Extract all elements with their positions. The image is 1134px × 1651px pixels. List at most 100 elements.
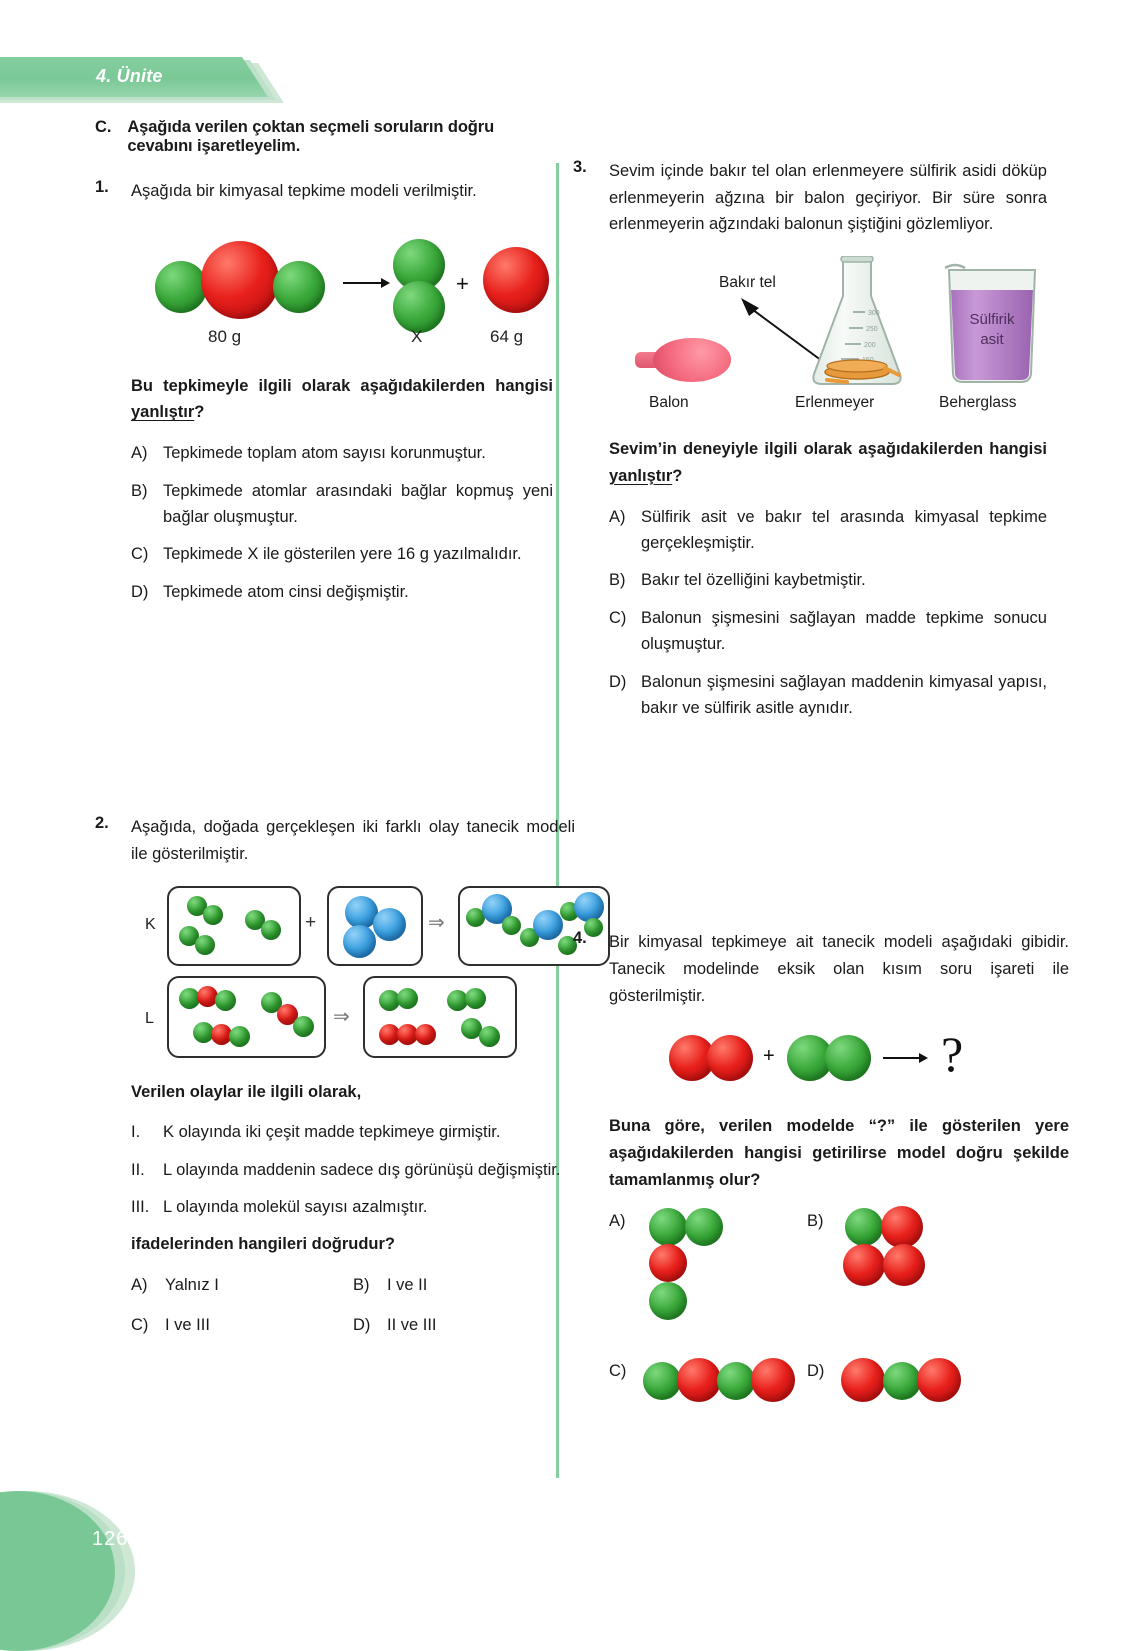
question-2-options: A) Yalnız I B) I ve II C) I ve III D) II…: [131, 1272, 575, 1351]
unit-label: 4. Ünite: [96, 66, 163, 86]
atom-green: [643, 1361, 681, 1400]
question-1-figure: + 80 g X 64 g: [153, 219, 553, 359]
atom-blue: [373, 907, 406, 941]
question-1-stem-part1: Bu tepkimeyle ilgili olarak aşağıdakiler…: [131, 376, 553, 395]
question-2-number: 2.: [95, 814, 109, 833]
question-2-text: Aşağıda, doğada gerçekleşen iki farklı o…: [131, 818, 575, 863]
yields-arrow: ⇒: [333, 1005, 350, 1028]
atom-green: [845, 1207, 883, 1246]
option-a[interactable]: [643, 1206, 753, 1326]
option-d[interactable]: D) Balonun şişmesini sağlayan maddenin k…: [609, 669, 1047, 722]
right-column: 3. Sevim içinde bakır tel olan erlenmeye…: [573, 158, 1069, 1436]
atom-red: [917, 1357, 961, 1402]
roman-iii-label: III.: [131, 1198, 150, 1217]
page-number: 126: [92, 1528, 129, 1550]
atom-green: [461, 1017, 482, 1039]
option-b[interactable]: B) I ve II: [353, 1272, 575, 1298]
option-b-text: I ve II: [387, 1276, 428, 1295]
question-3-stem: Sevim’in deneyiyle ilgili olarak aşağıda…: [609, 436, 1047, 489]
atom-green: [193, 1021, 214, 1043]
roman-ii: II. L olayında maddenin sadece dış görün…: [131, 1157, 575, 1183]
question-1: 1. Aşağıda bir kimyasal tepkime modeli v…: [95, 178, 553, 616]
section-letter: C.: [95, 118, 112, 136]
option-c-text: Balonun şişmesini sağlayan madde tepkime…: [641, 608, 1047, 654]
banner-shape: [0, 57, 268, 97]
roman-i: I. K olayında iki çeşit madde tepkimeye …: [131, 1119, 575, 1145]
option-c-label: C): [131, 545, 149, 564]
question-1-stem: Bu tepkimeyle ilgili olarak aşağıdakiler…: [131, 373, 553, 426]
reaction-arrow-line: [883, 1057, 921, 1060]
atom-blue: [533, 909, 563, 940]
option-b[interactable]: [841, 1205, 951, 1296]
unit-banner: 4. Ünite: [0, 57, 290, 103]
atom-green: [215, 989, 236, 1011]
plus-sign: +: [305, 911, 317, 933]
left-column: C. Aşağıda verilen çoktan seçmeli sorula…: [95, 118, 610, 1351]
atom-red: [677, 1357, 721, 1402]
option-a-text: Yalnız I: [165, 1276, 219, 1295]
atom-green: [685, 1207, 723, 1246]
option-c[interactable]: C) Tepkimede X ile gösterilen yere 16 g …: [131, 541, 553, 567]
atom-green: [465, 987, 486, 1009]
option-d-text: Balonun şişmesini sağlayan maddenin kimy…: [641, 672, 1047, 717]
option-d[interactable]: [841, 1356, 1011, 1406]
atom-red: [201, 240, 279, 319]
option-c[interactable]: [643, 1356, 813, 1406]
option-b[interactable]: B) Tepkimede atomlar arasındaki bağlar k…: [131, 478, 553, 531]
option-d[interactable]: D) II ve III: [353, 1312, 575, 1338]
option-a[interactable]: A) Sülfirik asit ve bakır tel arasında k…: [609, 504, 1047, 557]
atom-green: [447, 989, 468, 1011]
question-3-text: Sevim içinde bakır tel olan erlenmeyere …: [609, 162, 1047, 234]
atom-red: [883, 1243, 925, 1286]
option-b-label: B): [353, 1276, 370, 1295]
atom-red: [649, 1243, 687, 1282]
beaker-icon: Sülfirik asit: [944, 263, 1037, 384]
atom-blue: [343, 924, 376, 958]
option-c[interactable]: C) Balonun şişmesini sağlayan madde tepk…: [609, 605, 1047, 658]
option-b[interactable]: B) Bakır tel özelliğini kaybetmiştir.: [609, 567, 1047, 593]
atom-red: [751, 1357, 795, 1402]
option-d-label: D): [131, 582, 149, 601]
row-label-l: L: [145, 1009, 154, 1027]
question-1-number: 1.: [95, 178, 109, 196]
atom-green: [649, 1281, 687, 1320]
question-2: 2. Aşağıda, doğada gerçekleşen iki farkl…: [95, 814, 610, 1351]
atom-green: [179, 987, 200, 1009]
option-b-text: Bakır tel özelliğini kaybetmiştir.: [641, 571, 866, 590]
beaker-label: Beherglass: [939, 394, 1017, 412]
plus-sign: +: [456, 270, 469, 296]
section-instruction: Aşağıda verilen çoktan seçmeli soruların…: [127, 118, 495, 155]
balloon-label: Balon: [649, 394, 689, 412]
question-3-body: Sevim içinde bakır tel olan erlenmeyere …: [609, 158, 1047, 732]
option-b-text: Tepkimede atomlar arasındaki bağlar kopm…: [163, 481, 553, 526]
reaction-arrow-head: [919, 1053, 928, 1064]
question-4-figure: + ?: [669, 1025, 1069, 1097]
atom-blue: [345, 895, 378, 929]
column-divider: [556, 163, 559, 1478]
atom-green: [717, 1361, 755, 1400]
particle-box-k-product: [458, 885, 610, 966]
option-a-label: A): [609, 507, 626, 526]
roman-iii-text: L olayında molekül sayısı azalmıştır.: [163, 1198, 428, 1217]
question-4-body: Bir kimyasal tepkimeye ait tanecik model…: [609, 929, 1069, 1435]
figure-label-right: 64 g: [490, 326, 524, 346]
option-c-label: C): [131, 1315, 149, 1334]
option-c[interactable]: C) I ve III: [131, 1312, 353, 1338]
option-a[interactable]: A) Tepkimede toplam atom sayısı korunmuş…: [131, 440, 553, 466]
question-2-stem: Verilen olaylar ile ilgili olarak,: [131, 1082, 362, 1101]
page-number-blob: 126: [0, 1491, 200, 1651]
atom-blue: [574, 891, 604, 922]
option-d[interactable]: D) Tepkimede atom cinsi değişmiştir.: [131, 579, 553, 605]
question-3-stem-underline: yanlıştır: [609, 466, 673, 485]
atom-green: [203, 904, 223, 925]
option-c-text: I ve III: [165, 1315, 210, 1334]
atom-red: [415, 1023, 436, 1045]
atom-green: [195, 934, 215, 955]
atom-green: [502, 915, 521, 935]
option-a[interactable]: A) Yalnız I: [131, 1272, 353, 1298]
option-b-label: B): [131, 481, 148, 500]
erlenmeyer-flask-icon: 300 250 200 150: [812, 256, 902, 386]
copper-wire-label: Bakır tel: [719, 274, 776, 292]
flask-label: Erlenmeyer: [795, 394, 875, 412]
atom-green: [261, 991, 282, 1013]
